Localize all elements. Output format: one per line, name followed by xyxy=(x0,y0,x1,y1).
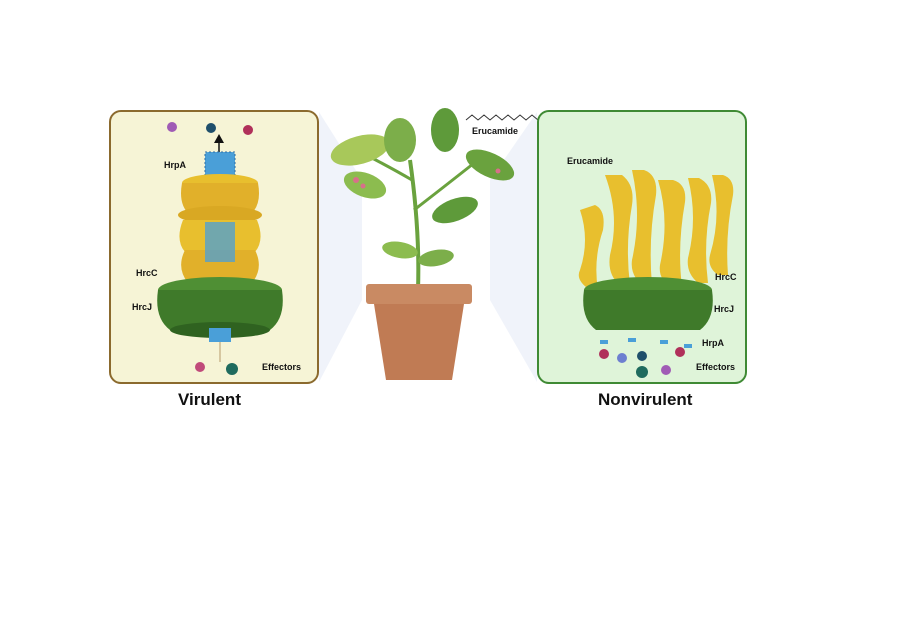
hrcj-label: HrcJ xyxy=(714,304,735,314)
hrpa-label: HrpA xyxy=(702,338,724,348)
effector-proteins-bottom xyxy=(195,362,238,375)
erucamide-label: Erucamide xyxy=(567,156,614,166)
hrpa-label: HrpA xyxy=(164,160,186,170)
hrpa-pilus xyxy=(205,152,235,180)
secretion-arrow xyxy=(214,134,224,152)
hrcc-label: HrcC xyxy=(715,272,737,282)
hrpa-fragments xyxy=(600,338,692,348)
effectors-label: Effectors xyxy=(262,362,302,372)
effectors-label: Effectors xyxy=(696,362,736,372)
hrcj-ring xyxy=(583,277,713,330)
erucamide-center-label: Erucamide xyxy=(472,126,519,136)
hrcc-label: HrcC xyxy=(136,268,158,278)
effector-proteins xyxy=(599,347,685,378)
erucamide-structure-icon xyxy=(465,114,539,121)
hrcj-ring xyxy=(157,277,283,338)
virulent-caption: Virulent xyxy=(178,390,241,409)
hrcc-disordered-strands xyxy=(578,170,734,290)
effector-proteins-top xyxy=(167,122,253,135)
hrcj-label: HrcJ xyxy=(132,302,153,312)
nonvirulent-caption: Nonvirulent xyxy=(598,390,693,409)
flower-pot xyxy=(366,284,472,380)
leaf-lesions xyxy=(353,168,501,189)
inner-rod xyxy=(209,328,231,342)
hrcc-ring xyxy=(178,174,262,283)
